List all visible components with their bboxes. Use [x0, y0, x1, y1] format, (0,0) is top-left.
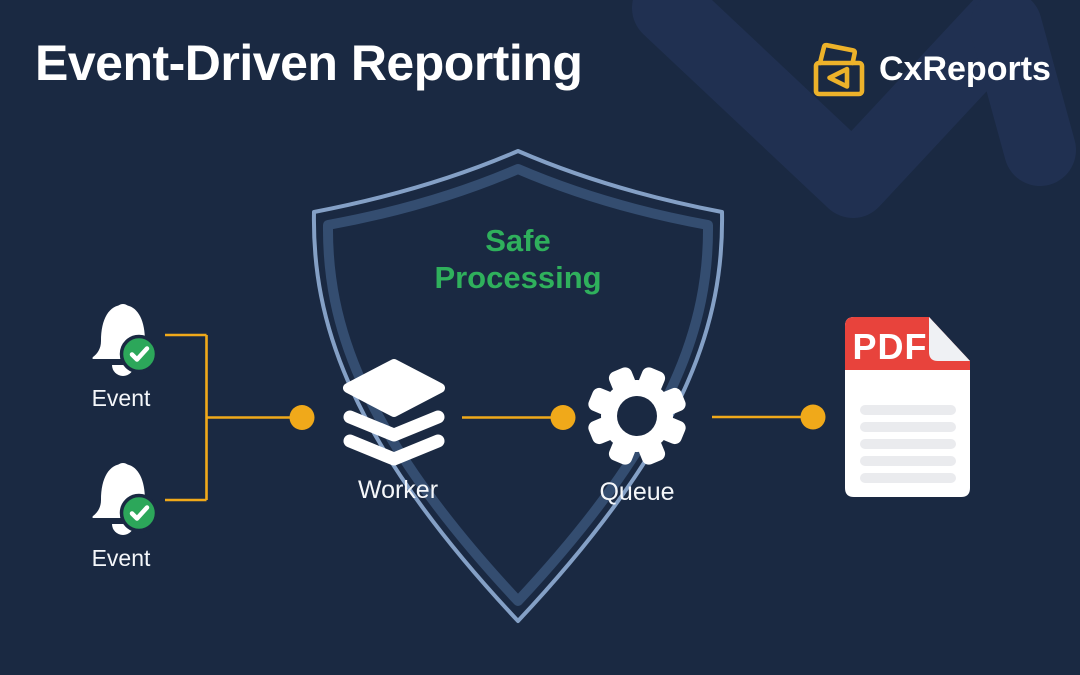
brand-name: CxReports: [879, 49, 1051, 88]
worker-label: Worker: [358, 476, 438, 504]
event-node: Event: [92, 463, 159, 571]
check-badge-icon: [119, 493, 159, 533]
queue-label: Queue: [599, 478, 674, 506]
page-title: Event-Driven Reporting: [35, 35, 583, 91]
envelope-report-icon: [813, 42, 865, 97]
event-label: Event: [92, 545, 151, 571]
shield: [311, 149, 725, 623]
layers-icon: [343, 359, 445, 466]
check-badge-icon: [119, 334, 159, 374]
pdf-node: PDF: [845, 317, 970, 497]
pdf-fold-corner: [929, 317, 970, 361]
connector-dots: [289, 404, 826, 430]
connector-dot: [800, 404, 826, 430]
event-node: Event: [92, 304, 159, 411]
pdf-label: PDF: [853, 326, 928, 367]
connector-dot: [289, 405, 315, 430]
background-watermark: [632, 0, 1076, 218]
queue-node: Queue: [588, 367, 686, 506]
event-merge-bracket: [165, 333, 291, 502]
connector-dot: [550, 405, 576, 430]
worker-node: Worker: [343, 359, 445, 504]
brand-logo: CxReports: [812, 40, 1051, 98]
safe-zone-label-line1: Safe: [485, 223, 550, 258]
connectors: [165, 333, 801, 502]
shield-outline-inner: [322, 164, 714, 606]
event-label: Event: [92, 385, 151, 411]
bell-icon: [92, 463, 159, 535]
bell-icon: [92, 304, 159, 376]
shield-outline-outer: [311, 149, 725, 623]
gear-icon: [588, 367, 686, 465]
safe-zone-label-line2: Processing: [434, 260, 601, 295]
pdf-text-lines: [860, 405, 956, 483]
